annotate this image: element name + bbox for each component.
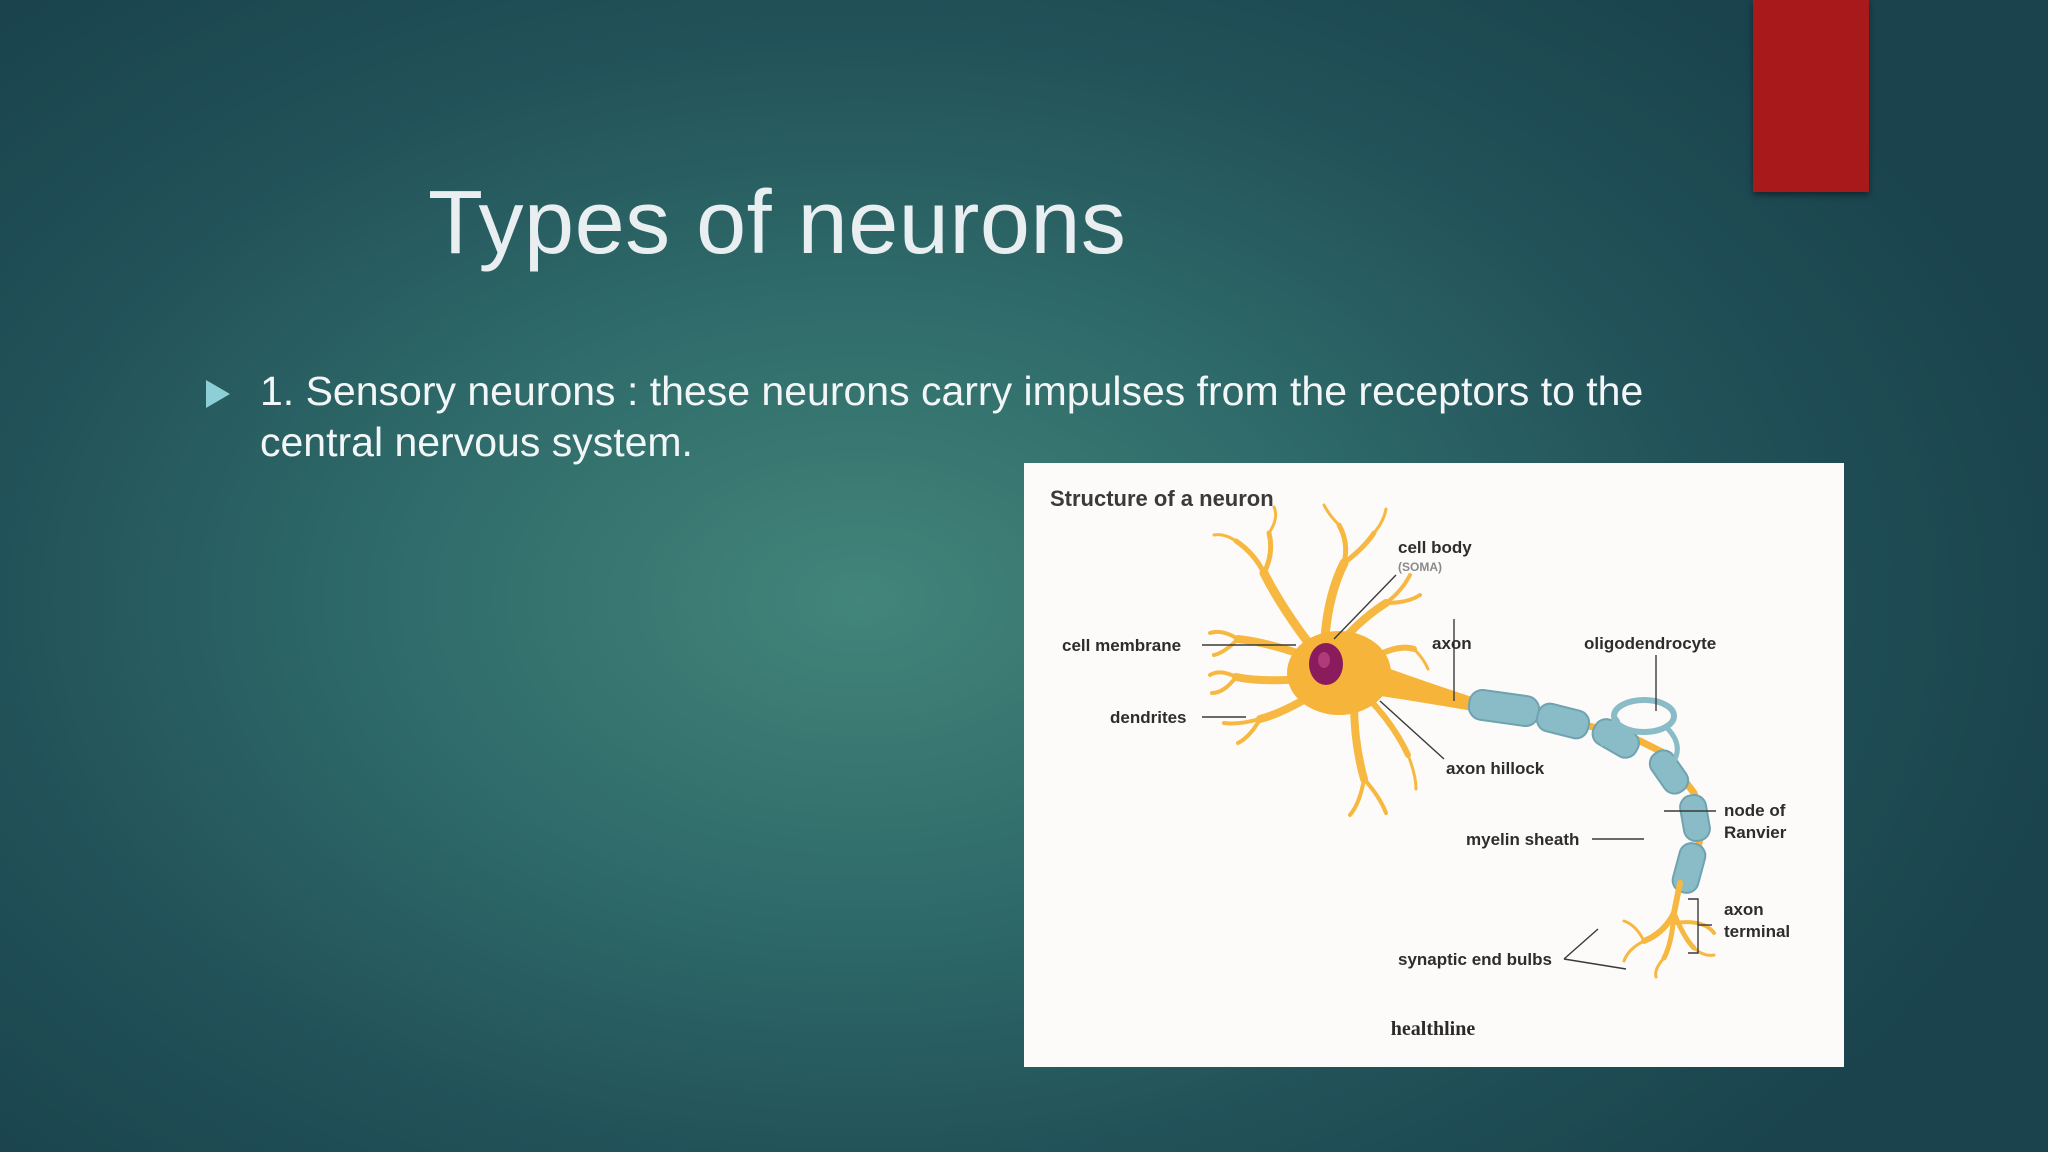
label-oligodendrocyte: oligodendrocyte (1584, 634, 1716, 653)
label-synaptic-end-bulbs: synaptic end bulbs (1398, 950, 1552, 969)
accent-tab (1753, 0, 1869, 192)
label-ranvier: Ranvier (1724, 823, 1787, 842)
label-axon-terminal-1: axon (1724, 900, 1764, 919)
diagram-title: Structure of a neuron (1050, 486, 1274, 511)
label-myelin-sheath: myelin sheath (1466, 830, 1579, 849)
label-node-of: node of (1724, 801, 1786, 820)
label-cell-body: cell body (1398, 538, 1472, 557)
axon-hillock-graphic (1374, 663, 1484, 713)
label-cell-membrane: cell membrane (1062, 636, 1181, 655)
credit-logo: healthline (1391, 1018, 1476, 1040)
label-axon-hillock: axon hillock (1446, 759, 1545, 778)
slide-title: Types of neurons (428, 172, 1126, 275)
axon-terminal-graphic (1624, 883, 1714, 977)
label-axon: axon (1432, 634, 1472, 653)
neuron-diagram: Structure of a neuron (1024, 463, 1844, 1067)
label-dendrites: dendrites (1110, 708, 1187, 727)
neuron-illustration: Structure of a neuron (1024, 463, 1844, 1067)
label-soma: (SOMA) (1398, 560, 1442, 574)
triangle-right-icon (206, 380, 230, 408)
bullet-text: 1. Sensory neurons : these neurons carry… (260, 366, 1660, 468)
label-axon-terminal-2: terminal (1724, 922, 1790, 941)
myelin-sheath-graphic (1467, 688, 1712, 895)
